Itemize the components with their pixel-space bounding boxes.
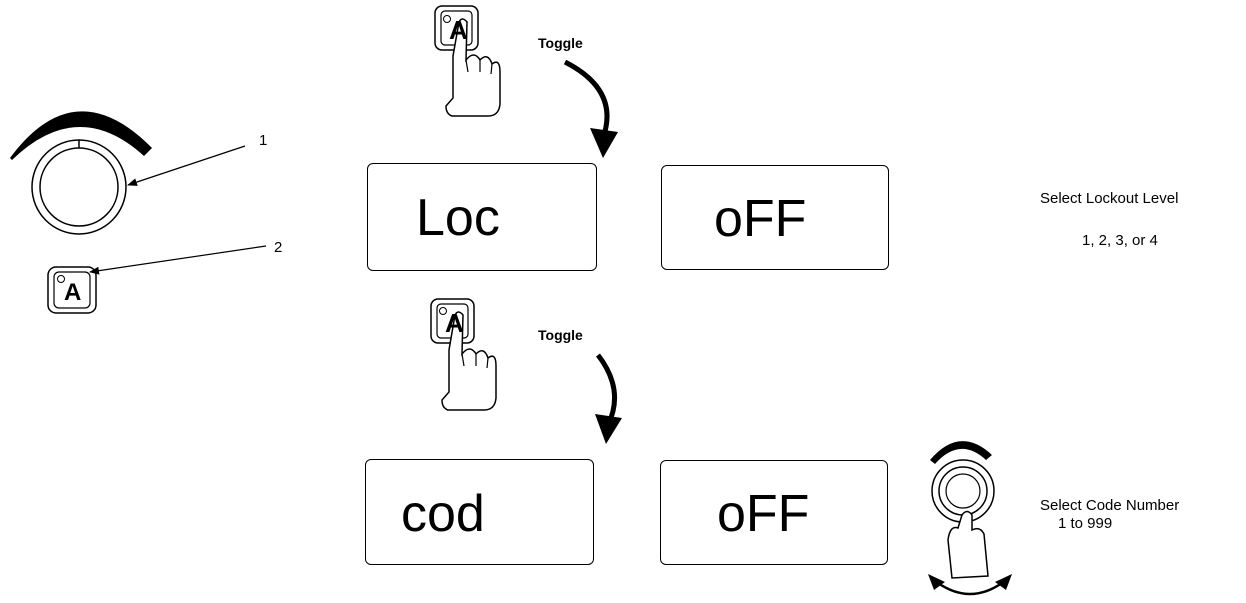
arrowhead-2 — [595, 414, 622, 444]
callout-number-1: 1 — [259, 132, 268, 149]
callout-leader-1 — [127, 145, 246, 186]
curved-arrow-icon — [596, 353, 617, 427]
press-hand-icon — [430, 298, 497, 411]
a-button-glyph: A — [64, 279, 82, 306]
display-off-2: oFF — [660, 460, 888, 565]
display-off-1: oFF — [661, 165, 889, 270]
curved-arrow-icon — [563, 59, 610, 139]
toggle-label-bottom: Toggle — [538, 327, 583, 343]
display-text-cod: cod — [401, 485, 485, 543]
a-button-glyph-top: A — [449, 15, 468, 45]
display-text-loc: Loc — [416, 189, 500, 247]
a-button-glyph-mid: A — [445, 308, 464, 338]
display-text-off-1: oFF — [714, 190, 807, 248]
code-values: 1 to 999 — [1058, 515, 1113, 532]
toggle-label-top: Toggle — [538, 35, 583, 51]
a-button-icon — [47, 266, 97, 314]
press-hand-icon — [434, 5, 501, 117]
display-loc: Loc — [367, 163, 597, 271]
arrowhead-1 — [590, 128, 618, 158]
callout-leader-2 — [89, 245, 267, 275]
callout-number-2: 2 — [274, 239, 283, 256]
lockout-values: 1, 2, 3, or 4 — [1082, 232, 1158, 249]
rotate-arrows-icon — [928, 574, 1012, 596]
lockout-title: Select Lockout Level — [1040, 190, 1179, 207]
rotary-dial-icon — [930, 441, 995, 579]
code-title: Select Code Number — [1040, 497, 1180, 514]
rotary-dial-icon — [10, 111, 152, 235]
display-text-off-2: oFF — [717, 485, 810, 543]
display-cod: cod — [365, 459, 594, 565]
